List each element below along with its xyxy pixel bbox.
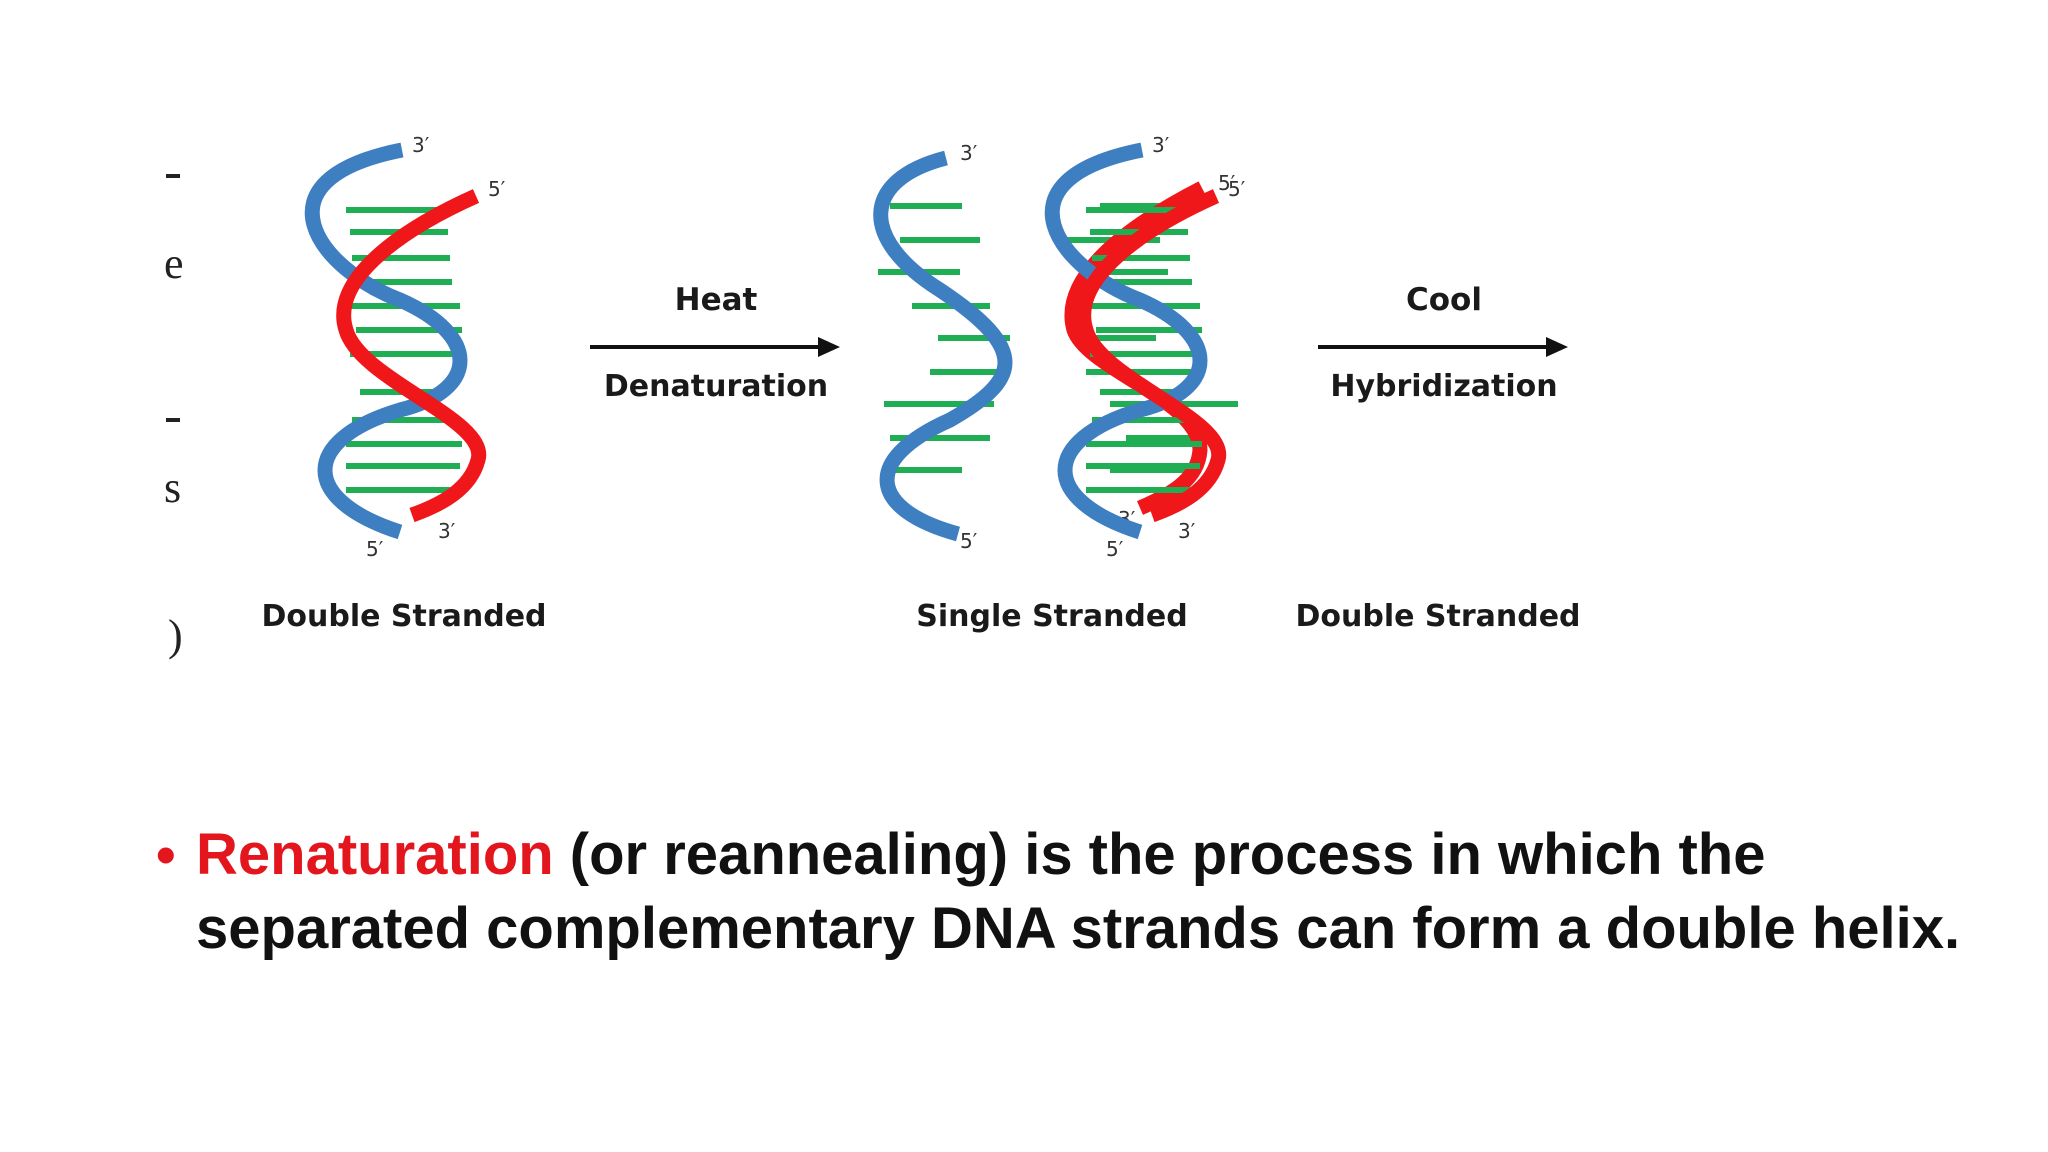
panel-caption: Double Stranded xyxy=(1295,599,1580,634)
red-strand xyxy=(1076,189,1227,523)
blue-strand xyxy=(304,142,468,540)
end-label-red-top: 5′ xyxy=(1228,177,1246,201)
panel-caption: Double Stranded xyxy=(261,599,546,634)
end-label-blue-bottom: 5′ xyxy=(960,529,978,553)
end-label-blue-top: 3′ xyxy=(412,133,430,157)
arrow-head xyxy=(818,337,840,357)
highlighted-term: Renaturation xyxy=(196,822,554,887)
bullet-dot: • xyxy=(156,823,176,886)
cool-arrow: Cool Hybridization xyxy=(1318,282,1568,404)
end-label-blue-bottom: 5′ xyxy=(1106,537,1124,561)
blue-strand xyxy=(1044,142,1208,540)
heat-arrow: Heat Denaturation xyxy=(590,282,840,404)
bullet-text: Renaturation (or reannealing) is the pro… xyxy=(196,818,1996,966)
panel-caption: Single Stranded xyxy=(916,599,1187,634)
red-strand xyxy=(336,189,487,523)
arrow-label-above: Cool xyxy=(1406,282,1482,318)
bullet-body: (or reannealing) is the process in which… xyxy=(196,822,1961,961)
double-helix-left: 3′ 5′ 5′ 3′ Double Stranded xyxy=(261,133,546,634)
end-label-blue-bottom: 5′ xyxy=(366,537,384,561)
arrow-label-below: Hybridization xyxy=(1330,369,1557,404)
arrow-label-below: Denaturation xyxy=(604,369,828,404)
end-label-red-top: 5′ xyxy=(488,177,506,201)
arrow-label-above: Heat xyxy=(675,282,758,318)
end-label-red-bottom: 3′ xyxy=(1178,519,1196,543)
blue-strand xyxy=(873,150,1013,542)
end-label-red-top: 5′ xyxy=(1218,171,1236,195)
left-edge-fragments: e s ) xyxy=(160,170,190,660)
end-label-blue-top: 3′ xyxy=(960,141,978,165)
end-label-blue-top: 3′ xyxy=(1152,133,1170,157)
end-label-red-bottom: 3′ xyxy=(438,519,456,543)
double-helix-right: 3′ 5′ 5′ 3′ Double Stranded xyxy=(1044,133,1581,634)
dna-denaturation-renaturation-diagram: 3′ 5′ 5′ 3′ Double Stranded Heat Denatur… xyxy=(261,133,1581,634)
arrow-head xyxy=(1546,337,1568,357)
